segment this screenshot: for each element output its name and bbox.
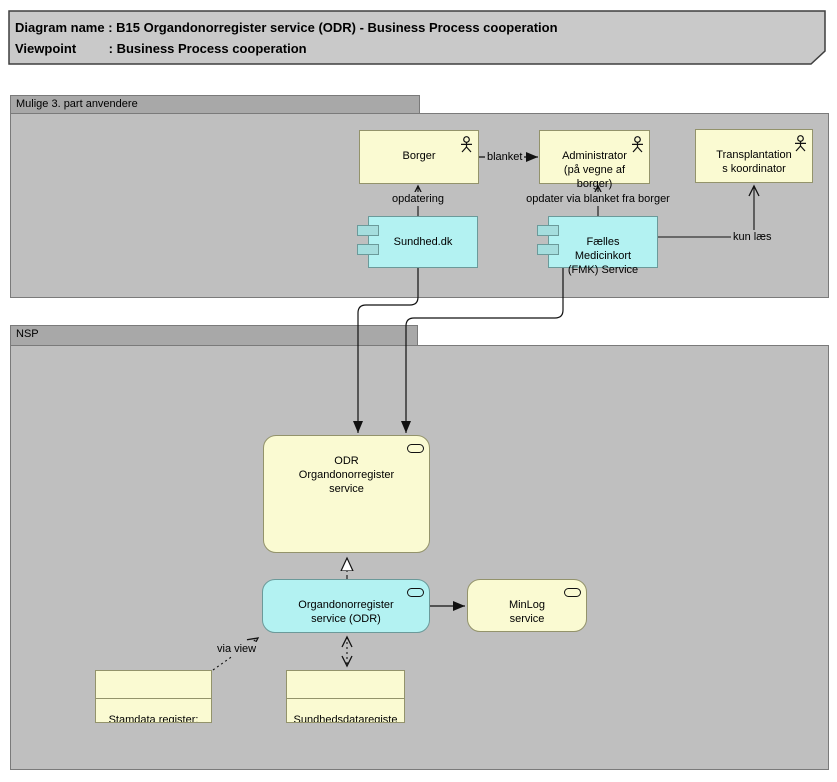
actor-transplant-koordinator[interactable]: Transplantation s koordinator — [695, 129, 813, 183]
connection-label-via-view: via view — [215, 642, 259, 656]
connection-label-kun-laes: kun læs — [731, 230, 774, 244]
actor-borger-label: Borger — [402, 150, 436, 162]
business-actor-icon — [632, 136, 643, 153]
connection-label-blanket: blanket — [485, 150, 525, 164]
service-organdonorregister-odr-label: Organdonorregister service (ODR) — [298, 599, 394, 625]
service-minlog[interactable]: MinLog service — [467, 579, 587, 632]
component-fmk-service-label: Fælles Medicinkort (FMK) Service — [567, 236, 639, 276]
data-object-top-bar — [287, 685, 404, 699]
group-nsp-label: NSP — [16, 328, 39, 340]
actor-administrator[interactable]: Administrator (på vegne af borger) — [539, 130, 650, 190]
connection-label-opdatering: opdatering — [390, 192, 446, 206]
actor-borger[interactable]: Borger — [359, 130, 479, 184]
service-minlog-label: MinLog service — [508, 599, 546, 625]
component-sundhed-dk-label: Sundhed.dk — [393, 236, 453, 248]
component-icon — [537, 244, 559, 255]
application-service-icon — [564, 588, 581, 597]
data-object-top-bar — [96, 685, 211, 699]
component-fmk-service[interactable]: Fælles Medicinkort (FMK) Service — [537, 216, 658, 276]
service-odr-organdonorregister[interactable]: ODR Organdonorregister service — [263, 435, 430, 553]
component-icon — [357, 244, 379, 255]
data-object-stamdata-label: Stamdata register: CPR — [108, 714, 199, 723]
connection-label-opdater-via-blanket: opdater via blanket fra borger — [524, 192, 672, 206]
group-third-party-tab[interactable]: Mulige 3. part anvendere — [10, 95, 420, 114]
data-object-sundhedsdataregister-label: Sundhedsdataregiste r: Organdonorregiste… — [293, 714, 398, 723]
data-object-sundhedsdataregister[interactable]: Sundhedsdataregiste r: Organdonorregiste… — [286, 670, 405, 723]
business-actor-icon — [795, 135, 806, 152]
application-service-icon — [407, 588, 424, 597]
diagram-title-text: Diagram name : B15 Organdonorregister se… — [15, 20, 558, 56]
data-object-stamdata-cpr[interactable]: Stamdata register: CPR — [95, 670, 212, 723]
diagram-title-note: Diagram name : B15 Organdonorregister se… — [8, 10, 827, 65]
component-icon — [357, 225, 379, 236]
service-odr-label: ODR Organdonorregister service — [298, 455, 395, 495]
component-sundhed-dk[interactable]: Sundhed.dk — [357, 216, 478, 268]
group-third-party-label: Mulige 3. part anvendere — [16, 98, 138, 110]
note-shape — [8, 10, 826, 65]
actor-transplant-koordinator-label: Transplantation s koordinator — [716, 149, 792, 175]
group-nsp-tab[interactable]: NSP — [10, 325, 418, 346]
actor-administrator-label: Administrator (på vegne af borger) — [562, 150, 627, 190]
business-actor-icon — [461, 136, 472, 153]
application-service-icon — [407, 444, 424, 453]
component-icon — [537, 225, 559, 236]
service-organdonorregister-odr[interactable]: Organdonorregister service (ODR) — [262, 579, 430, 633]
